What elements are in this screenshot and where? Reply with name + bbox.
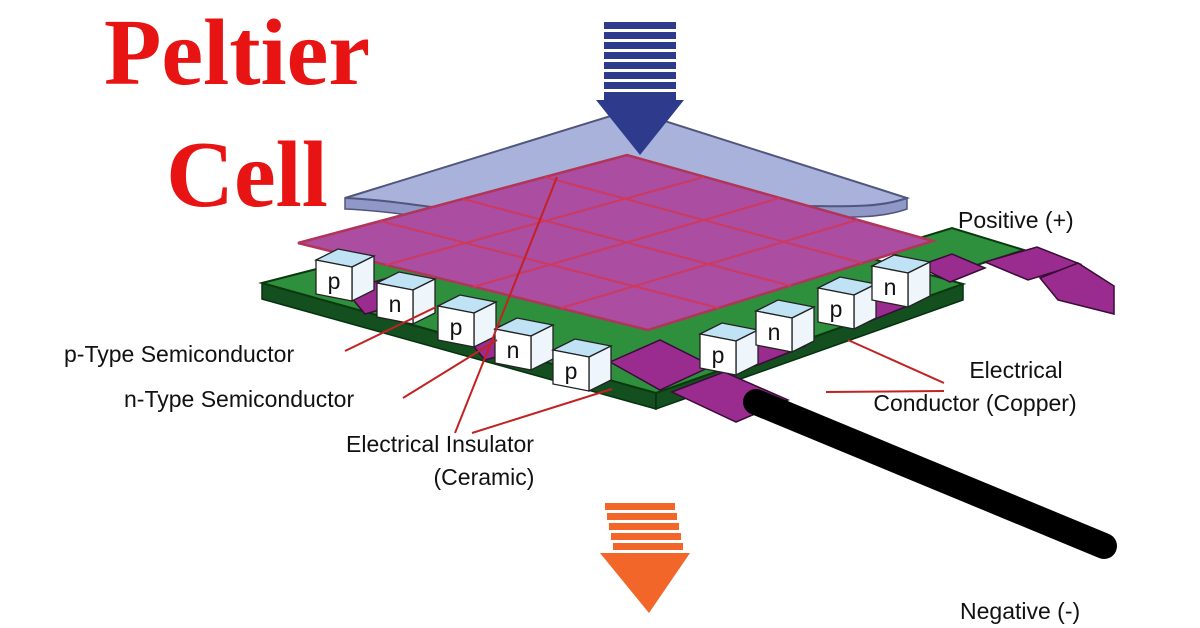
leader-line-insulator-bottom bbox=[471, 388, 613, 434]
cube-label: n bbox=[884, 274, 897, 300]
arrow-stripe bbox=[607, 513, 677, 520]
semiconductor-cube: p bbox=[313, 248, 377, 303]
cube-front-face bbox=[552, 349, 590, 392]
cube-front-face bbox=[376, 282, 414, 325]
arrow-stripe bbox=[604, 42, 676, 49]
label-negative: Negative (-) bbox=[960, 598, 1080, 624]
leader-line-p-type bbox=[344, 306, 437, 352]
cube-label: p bbox=[565, 358, 578, 384]
semiconductor-cube: p bbox=[435, 294, 499, 349]
label-positive: Positive (+) bbox=[958, 207, 1074, 233]
cube-front-face bbox=[437, 305, 475, 348]
semiconductor-cube: n bbox=[492, 317, 556, 372]
arrow-stripe bbox=[604, 82, 676, 89]
cube-front-face bbox=[871, 265, 909, 308]
label-electrical-insulator-line2: (Ceramic) bbox=[434, 464, 535, 490]
leader-line-n-type bbox=[402, 339, 498, 399]
arrow-stripe bbox=[604, 52, 676, 59]
semiconductor-cube: p bbox=[550, 338, 614, 393]
cube-front-face bbox=[315, 259, 353, 302]
arrow-shaft bbox=[604, 92, 676, 101]
page-title-line1: Peltier bbox=[104, 1, 370, 105]
arrow-stripe bbox=[604, 32, 676, 39]
semiconductor-cube: n bbox=[753, 299, 817, 354]
arrow-stripe bbox=[611, 533, 681, 540]
arrow-stripe bbox=[609, 523, 679, 530]
cube-front-face bbox=[494, 328, 532, 371]
semiconductor-cube: p bbox=[697, 322, 761, 377]
grid-line bbox=[544, 176, 863, 264]
negative-lead-wire bbox=[743, 389, 1117, 559]
page-title-line2: Cell bbox=[166, 123, 328, 227]
grid-line bbox=[462, 198, 792, 287]
label-electrical-conductor-line2: Conductor (Copper) bbox=[873, 390, 1076, 416]
connector-pad bbox=[916, 253, 987, 283]
arrow-head bbox=[600, 553, 690, 613]
leader-line-conductor-1 bbox=[847, 339, 945, 384]
semiconductor-cube: p bbox=[815, 276, 879, 331]
cube-label: n bbox=[768, 319, 781, 345]
semiconductor-cube: n bbox=[869, 254, 933, 309]
grid-line bbox=[379, 220, 720, 309]
leader-line-conductor-2 bbox=[825, 390, 945, 393]
semiconductor-cube: n bbox=[374, 271, 438, 326]
arrow-stripe bbox=[613, 543, 683, 550]
heat-output-arrow-icon bbox=[600, 503, 690, 613]
arrow-stripe bbox=[605, 503, 675, 510]
cube-label: p bbox=[712, 342, 725, 368]
copper-grid-lines bbox=[379, 176, 863, 309]
leader-lines bbox=[344, 176, 945, 434]
label-electrical-insulator-line1: Electrical Insulator bbox=[346, 431, 534, 457]
label-p-type-semiconductor: p-Type Semiconductor bbox=[64, 341, 294, 367]
label-n-type-semiconductor: n-Type Semiconductor bbox=[124, 386, 354, 412]
cube-front-face bbox=[699, 333, 737, 376]
cube-label: n bbox=[507, 337, 520, 363]
cube-front-face bbox=[817, 287, 855, 330]
arrow-stripe bbox=[604, 72, 676, 79]
arrow-stripe bbox=[604, 62, 676, 69]
cube-label: n bbox=[389, 291, 402, 317]
cube-label: p bbox=[830, 296, 843, 322]
heat-input-arrow-icon bbox=[596, 22, 684, 155]
cube-front-face bbox=[755, 310, 793, 353]
cube-label: p bbox=[328, 268, 341, 294]
label-electrical-conductor-line1: Electrical bbox=[969, 357, 1062, 383]
arrow-stripe bbox=[604, 22, 676, 29]
arrow-head bbox=[596, 100, 684, 155]
leader-line-insulator-top bbox=[454, 176, 558, 434]
positive-terminal-pad bbox=[1038, 262, 1115, 315]
cube-label: p bbox=[450, 314, 463, 340]
